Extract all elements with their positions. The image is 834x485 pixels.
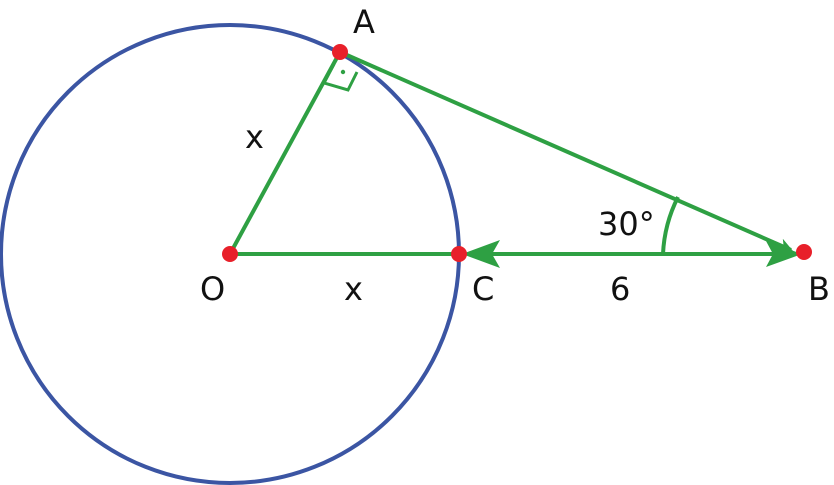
arrow-head-b	[766, 241, 802, 267]
angle-arc-b	[661, 196, 680, 255]
label-segment-cb: 6	[610, 270, 630, 308]
point-b	[796, 244, 812, 260]
label-radius-oa: x	[245, 118, 264, 156]
label-angle-b: 30°	[598, 205, 655, 243]
point-c	[451, 246, 467, 262]
label-radius-oc: x	[344, 270, 363, 308]
right-angle-dot	[340, 69, 346, 75]
segment-ab	[339, 50, 793, 252]
label-c: C	[472, 270, 494, 308]
arrow-head-c	[462, 240, 500, 268]
label-o: O	[200, 270, 225, 308]
point-a	[332, 44, 348, 60]
label-a: A	[353, 3, 375, 41]
right-angle-marker	[321, 63, 359, 92]
label-b: B	[808, 270, 830, 308]
point-o	[222, 246, 238, 262]
segment-oa	[228, 51, 342, 255]
